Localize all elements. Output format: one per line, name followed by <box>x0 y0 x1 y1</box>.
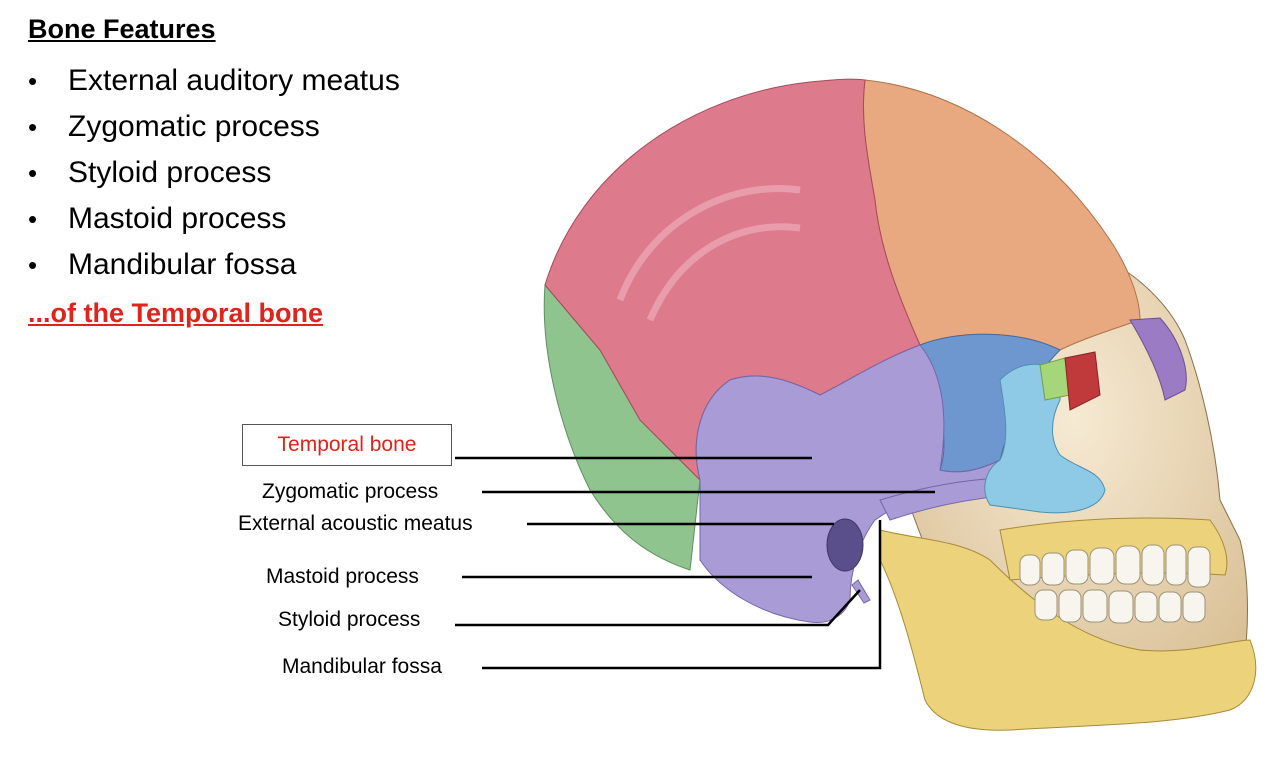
subheading: ...of the Temporal bone <box>28 298 324 328</box>
external-acoustic-meatus <box>826 518 864 572</box>
temporal-bone-label: Temporal bone <box>242 424 452 466</box>
nasal-bone <box>1129 317 1187 401</box>
feature-label: Mastoid process <box>68 202 287 235</box>
heading: Bone Features <box>28 14 216 44</box>
styloid-process <box>851 579 871 604</box>
styloid-process-label: Styloid process <box>278 608 421 631</box>
leader-mandibular <box>482 520 882 670</box>
lacrimal-bone <box>1064 351 1101 411</box>
feature-item: • Mastoid process <box>28 196 400 242</box>
leader-styloid <box>455 589 861 627</box>
zygomatic-process-label: Zygomatic process <box>262 480 439 503</box>
bullet-icon: • <box>28 66 38 96</box>
feature-item: • Zygomatic process <box>28 104 400 150</box>
feature-item: • External auditory meatus <box>28 58 400 104</box>
occipital-bone <box>543 283 701 571</box>
bullet-icon: • <box>28 112 38 142</box>
feature-label: Zygomatic process <box>68 110 320 143</box>
feature-label: Styloid process <box>68 156 272 189</box>
temporal-bone <box>695 344 1001 624</box>
external-acoustic-meatus-label: External acoustic meatus <box>238 512 473 535</box>
parietal-shading <box>616 185 801 322</box>
teeth <box>1019 544 1211 624</box>
feature-label: Mandibular fossa <box>68 248 297 281</box>
mandibular-fossa-label: Mandibular fossa <box>282 655 442 678</box>
temporal-bone-label-text: Temporal bone <box>277 433 417 456</box>
feature-item: • Styloid process <box>28 150 400 196</box>
bullet-icon: • <box>28 204 38 234</box>
feature-item: • Mandibular fossa <box>28 242 400 288</box>
bullet-icon: • <box>28 158 38 188</box>
bullet-icon: • <box>28 250 38 280</box>
leader-lines <box>455 456 935 670</box>
mastoid-process-label: Mastoid process <box>266 565 419 588</box>
mandible-bone <box>879 529 1257 731</box>
feature-list: • External auditory meatus • Zygomatic pro… <box>28 58 400 288</box>
feature-label: External auditory meatus <box>68 64 400 97</box>
